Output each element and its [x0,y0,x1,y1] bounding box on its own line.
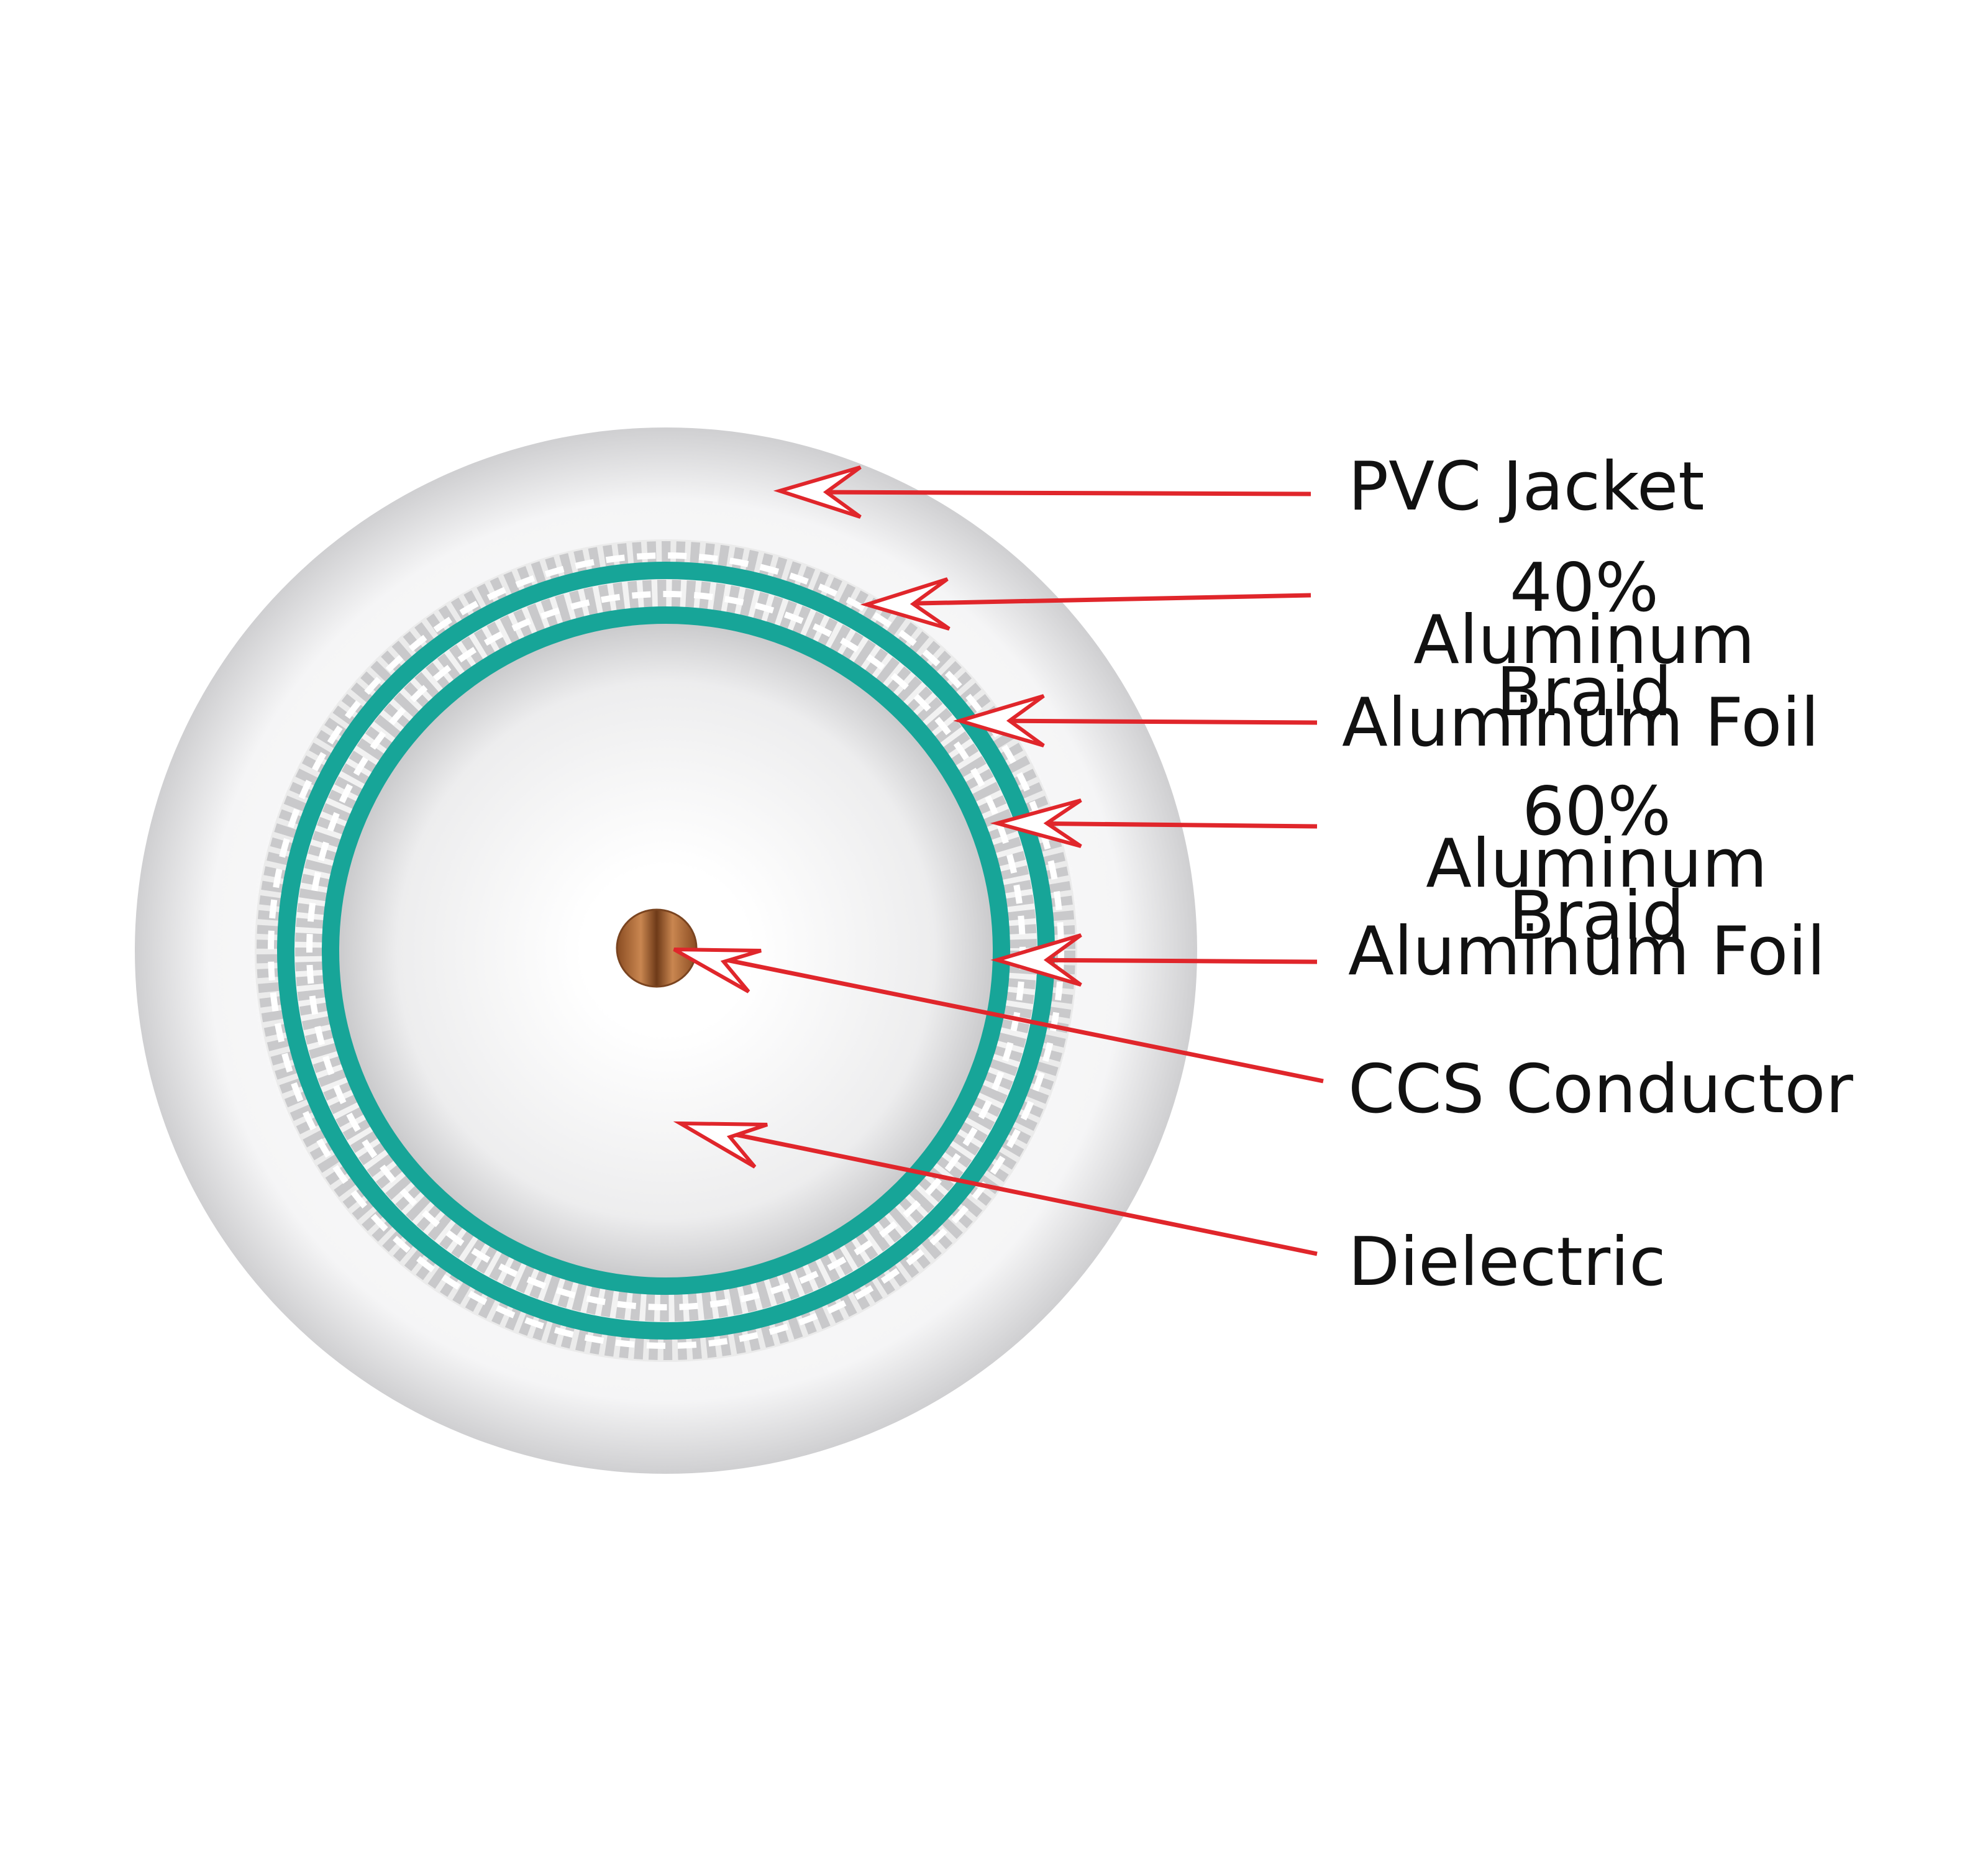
arrow-outer-foil [953,694,1318,747]
arrow-dielectric [673,1121,1318,1256]
label-60-aluminum-braid: 60% Aluminum Braid [1342,778,1851,950]
label-40-aluminum-braid-text: 40% Aluminum Braid [1413,549,1755,732]
label-pvc-jacket: PVC Jacket [1348,448,1705,526]
label-aluminum-foil-inner: Aluminum Foil [1348,913,1826,990]
label-40-aluminum-braid: 40% Aluminum Braid [1329,554,1839,726]
arrow-pvc-jacket [773,465,1311,519]
leader-lines [673,465,1324,1256]
arrow-inner-foil [990,933,1318,987]
label-60-aluminum-braid-text: 60% Aluminum Braid [1426,773,1767,956]
arrow-40-braid [860,577,1311,631]
label-ccs-conductor: CCS Conductor [1348,1051,1853,1128]
label-dielectric: Dielectric [1348,1223,1666,1301]
arrow-ccs-conductor [673,948,1324,1084]
arrow-60-braid [990,798,1318,848]
label-aluminum-foil-outer: Aluminum Foil [1342,684,1820,762]
